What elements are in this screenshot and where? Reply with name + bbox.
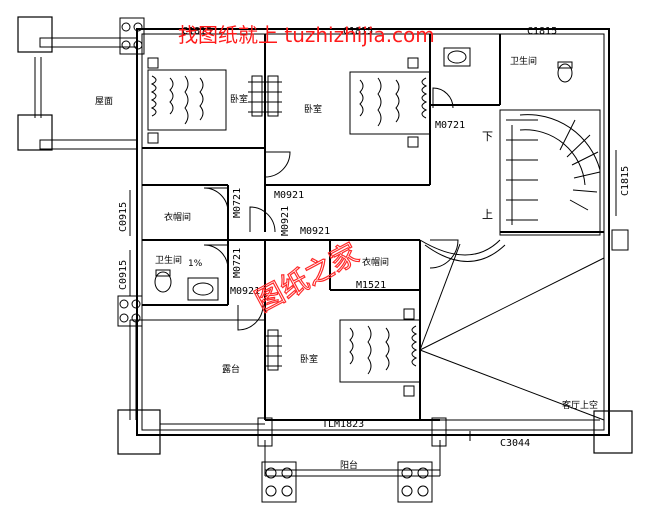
room-label-bath-ne: 卫生间 [510, 55, 537, 67]
code-c0915-b: C0915 [118, 260, 129, 290]
spiral-staircase [419, 109, 601, 262]
bathroom-fixtures [154, 47, 573, 301]
bed-icon [339, 308, 421, 397]
room-label-bedroom-nw: 卧室 [230, 93, 248, 105]
bed-icon [349, 57, 431, 148]
code-m0921-a: M0921 [274, 190, 304, 201]
code-c1815-b: C1815 [343, 26, 373, 37]
room-label-closet-w: 衣帽间 [164, 211, 191, 223]
code-c1815-c: C1815 [527, 26, 557, 37]
code-c3044: C3044 [500, 438, 530, 449]
stair-up-label: 上 [482, 208, 493, 221]
code-c1815-a: C1815 [182, 26, 212, 37]
room-label-closet-s: 衣帽间 [362, 256, 389, 268]
room-label-bedroom-s: 卧室 [300, 353, 318, 365]
room-label-terrace: 露台 [222, 363, 240, 375]
interior-walls [142, 34, 604, 421]
code-m0921-b: M0921 [280, 206, 291, 236]
code-m0921-c: M0921 [300, 226, 330, 237]
code-tlm1823: TLM1823 [322, 419, 364, 430]
room-label-balcony: 阳台 [340, 459, 358, 471]
watermark-top: 找图纸就上 tuzhizhijia.com [178, 23, 435, 47]
code-m0721-b: M0721 [232, 188, 243, 218]
room-label-void: 客厅上空 [562, 399, 598, 411]
slope-label: 1% [188, 259, 203, 269]
void-lines [419, 243, 605, 421]
code-m0721-a: M0721 [435, 120, 465, 131]
code-m0921-d: M0921 [230, 286, 260, 297]
watermark-diagonal: 图纸之家 [250, 236, 364, 318]
stair-down-label: 下 [482, 130, 493, 143]
pillars [17, 16, 633, 455]
code-c1815-side: C1815 [620, 166, 631, 196]
door-swings [203, 87, 459, 331]
wardrobe-rack [248, 75, 282, 371]
room-label-bath-w: 卫生间 [155, 254, 182, 266]
room-label-roof: 屋面 [95, 96, 113, 107]
code-m1521: M1521 [356, 280, 386, 291]
columns [117, 17, 629, 503]
code-m0721-c: M0721 [232, 248, 243, 278]
dimension-ticks [129, 150, 617, 441]
bed-icon [147, 57, 227, 144]
code-c0915-a: C0915 [118, 202, 129, 232]
room-label-bedroom-n: 卧室 [304, 103, 322, 115]
